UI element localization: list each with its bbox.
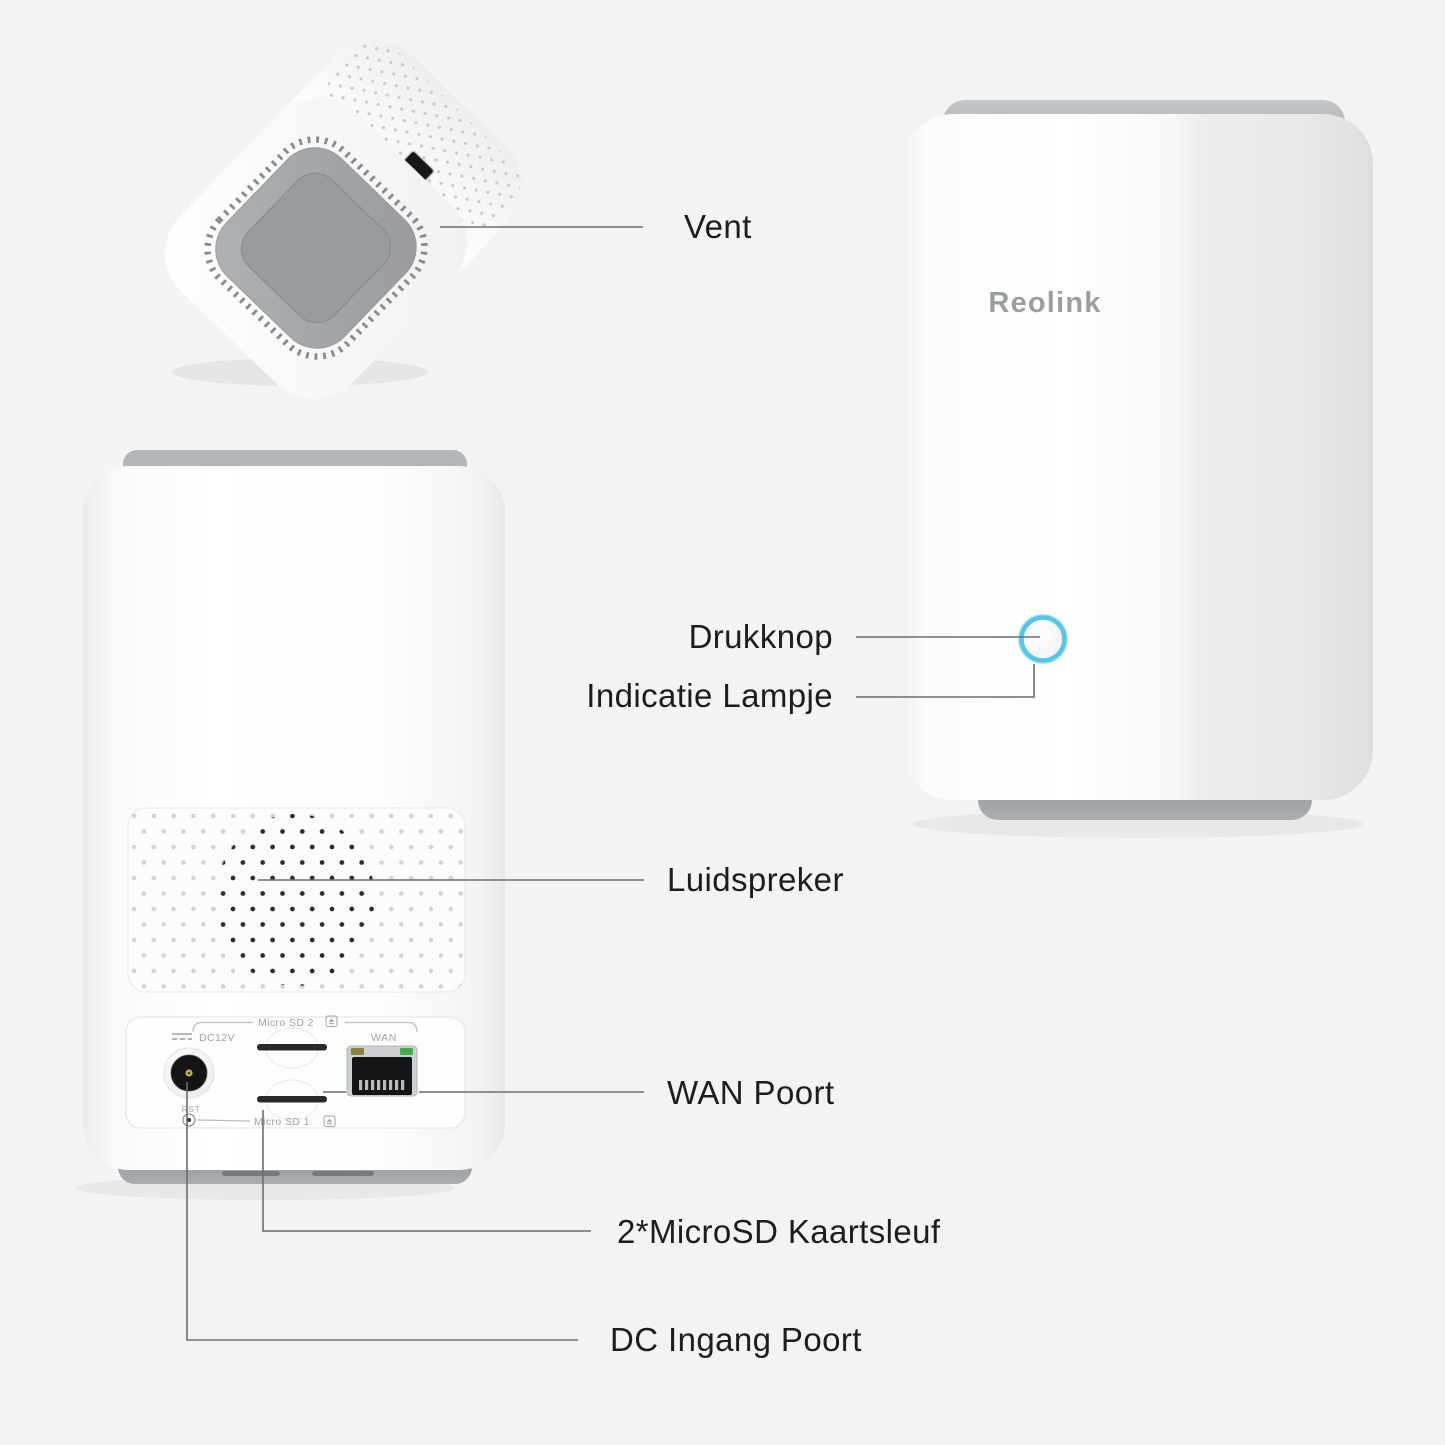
wan-led-green: [400, 1048, 413, 1055]
callout-label-luidspreker: Luidspreker: [667, 861, 844, 898]
reset-label: RST: [182, 1104, 201, 1114]
power-button: [1018, 614, 1068, 664]
reolink-logo: Reolink: [988, 287, 1101, 319]
dc-power-label: DC12V: [199, 1032, 235, 1044]
dc-jack: [163, 1047, 215, 1099]
base-slit: [312, 1171, 374, 1176]
eject-icon: [323, 1115, 336, 1127]
hub-bottom-view: [165, 40, 522, 399]
vent-perforations: [327, 41, 521, 232]
wan-port: [346, 1045, 418, 1097]
callout-label-vent: Vent: [684, 208, 752, 245]
callout-label-microsd: 2*MicroSD Kaartsleuf: [617, 1213, 941, 1250]
callout-line-dc: [186, 1082, 578, 1341]
bottom-plate-inner: [240, 172, 392, 324]
indicator-ring: [1019, 615, 1067, 663]
callout-line-microsd: [262, 1110, 591, 1232]
port-panel: Micro SD 2 DC12V: [125, 1015, 466, 1129]
reset-pinhole: [182, 1113, 196, 1127]
micro-sd-1-label: Micro SD 1: [254, 1116, 310, 1128]
vent-slit-ring: [204, 136, 428, 360]
callout-label-dc-ingang: DC Ingang Poort: [610, 1321, 862, 1358]
callout-line-indicatie: [856, 664, 1035, 698]
sd-slot-1: [257, 1079, 327, 1121]
sd-slot-2: [257, 1027, 327, 1069]
speaker-grille: [127, 807, 466, 993]
micro-sd-2-label: Micro SD 2: [258, 1017, 314, 1029]
dc-power-symbol: [172, 1033, 192, 1040]
wan-led-amber: [351, 1048, 364, 1055]
callout-label-wan-poort: WAN Poort: [667, 1074, 835, 1111]
callout-label-drukknop: Drukknop: [688, 618, 833, 655]
callout-label-indicatie-lampje: Indicatie Lampje: [586, 677, 833, 714]
eject-icon: [325, 1015, 338, 1027]
base-slit: [222, 1171, 280, 1176]
hub-front-view: Reolink: [903, 100, 1373, 820]
hub-back-view: Micro SD 2 DC12V: [83, 450, 505, 1184]
wan-label: WAN: [371, 1032, 397, 1044]
